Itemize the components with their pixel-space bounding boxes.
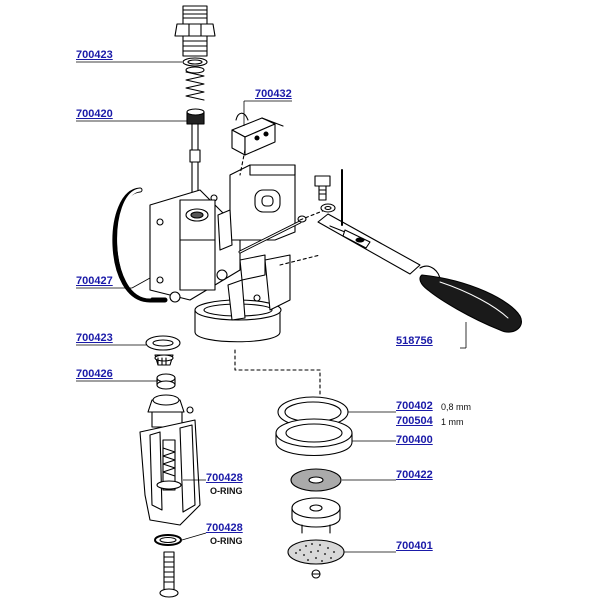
top-fitting bbox=[174, 5, 216, 57]
cartridge-assembly bbox=[139, 335, 201, 598]
callout-700504[interactable]: 700504 bbox=[396, 415, 433, 427]
callout-700401[interactable]: 700401 bbox=[396, 540, 433, 552]
callout-700428-lower[interactable]: 700428 bbox=[206, 522, 243, 534]
valve-body bbox=[112, 187, 291, 343]
callout-700423-top[interactable]: 700423 bbox=[76, 49, 113, 61]
note-o-ring-upper: O-RING bbox=[210, 486, 243, 496]
callout-700427[interactable]: 700427 bbox=[76, 275, 113, 287]
callout-518756[interactable]: 518756 bbox=[396, 335, 433, 347]
spring bbox=[185, 71, 205, 101]
callout-700432[interactable]: 700432 bbox=[255, 88, 292, 100]
callout-700402[interactable]: 700402 bbox=[396, 400, 433, 412]
micro-switch-assembly bbox=[217, 112, 296, 251]
leader-lines bbox=[76, 61, 467, 553]
note-thickness-700402: 0,8 mm bbox=[441, 402, 472, 412]
gasket-stack bbox=[275, 396, 353, 579]
top-o-ring bbox=[182, 57, 208, 67]
lever-handle bbox=[314, 169, 522, 333]
callout-700400[interactable]: 700400 bbox=[396, 434, 433, 446]
callout-700423-mid[interactable]: 700423 bbox=[76, 332, 113, 344]
callout-700428-upper[interactable]: 700428 bbox=[206, 472, 243, 484]
callout-700426[interactable]: 700426 bbox=[76, 368, 113, 380]
callout-700422[interactable]: 700422 bbox=[396, 469, 433, 481]
note-o-ring-lower: O-RING bbox=[210, 536, 243, 546]
callout-700420[interactable]: 700420 bbox=[76, 108, 113, 120]
note-thickness-700504: 1 mm bbox=[441, 417, 464, 427]
